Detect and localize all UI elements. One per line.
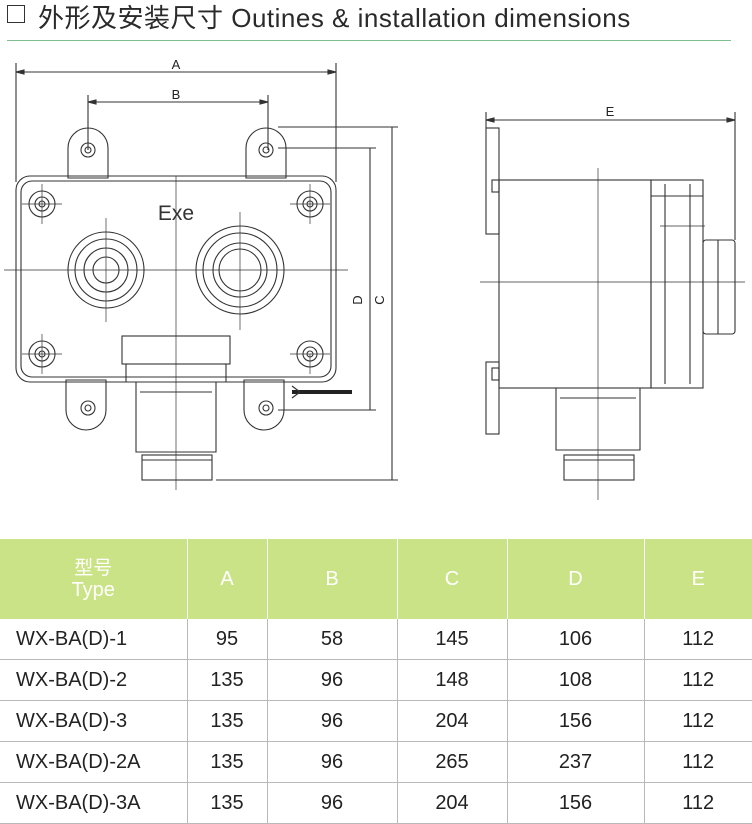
cell-type: WX-BA(D)-3A [0,782,188,824]
cell-a: 135 [187,782,268,824]
cell-e: 112 [644,700,752,742]
column-header-d: D [507,539,645,619]
cell-type: WX-BA(D)-2A [0,741,188,783]
column-header-b: B [267,539,398,619]
dim-label-d: D [350,295,365,304]
cell-type: WX-BA(D)-1 [0,619,188,660]
column-header-a: A [187,539,268,619]
column-header-c: C [397,539,508,619]
cell-a: 135 [187,659,268,701]
cell-type: WX-BA(D)-3 [0,700,188,742]
cell-b: 96 [267,659,398,701]
table-row: WX-BA(D)-3A 135 96 204 156 112 [0,782,752,824]
exe-marking: Exe [158,202,194,225]
cell-c: 148 [397,659,508,701]
column-header-type: 型号 Type [0,539,188,619]
cell-d: 156 [507,782,645,824]
cell-c: 204 [397,700,508,742]
table-row: WX-BA(D)-1 95 58 145 106 112 [0,619,752,660]
dim-label-e: E [606,104,615,119]
cell-a: 95 [187,619,268,660]
cell-c: 145 [397,619,508,660]
table-header-row: 型号 Type A B C D E [0,539,752,619]
cell-d: 106 [507,619,645,660]
column-header-e: E [644,539,752,619]
header-divider [7,40,731,41]
cell-c: 265 [397,741,508,783]
cell-d: 108 [507,659,645,701]
checkbox-square-icon [7,5,25,23]
dim-label-b: B [172,87,181,102]
cell-e: 112 [644,741,752,783]
table-row: WX-BA(D)-3 135 96 204 156 112 [0,700,752,742]
cell-e: 112 [644,782,752,824]
cell-b: 96 [267,700,398,742]
dim-label-a: A [172,57,181,72]
table-row: WX-BA(D)-2A 135 96 265 237 112 [0,741,752,783]
cell-b: 96 [267,782,398,824]
cell-d: 237 [507,741,645,783]
cell-e: 112 [644,619,752,660]
cell-e: 112 [644,659,752,701]
cell-d: 156 [507,700,645,742]
cell-c: 204 [397,782,508,824]
dimensions-table: 型号 Type A B C D E WX-BA(D)-1 95 58 145 1… [0,539,752,824]
side-view [480,112,745,500]
column-header-type-en: Type [71,579,115,601]
cell-b: 96 [267,741,398,783]
column-header-type-zh: 型号 [74,557,113,579]
dimension-drawing: A B C D E Exe [4,57,745,500]
front-view [4,63,398,490]
dim-label-c: C [372,295,387,304]
cell-type: WX-BA(D)-2 [0,659,188,701]
section-header: 外形及安装尺寸 Outines & installation dimension… [0,0,752,42]
table-row: WX-BA(D)-2 135 96 148 108 112 [0,659,752,701]
cell-b: 58 [267,619,398,660]
cell-a: 135 [187,741,268,783]
section-title: 外形及安装尺寸 Outines & installation dimension… [38,3,631,33]
cell-a: 135 [187,700,268,742]
